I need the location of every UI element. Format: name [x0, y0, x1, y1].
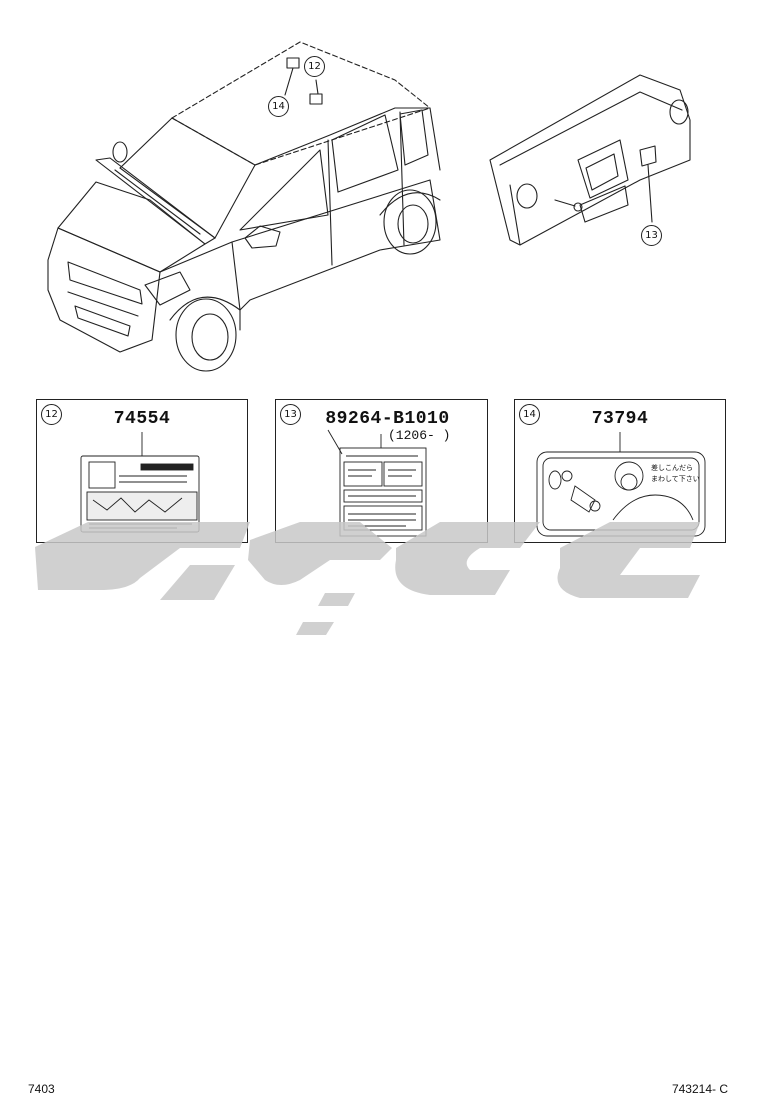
car-drawing — [47, 41, 441, 372]
page-code-left: 7403 — [28, 1082, 55, 1096]
callout-14: 14 — [268, 96, 289, 117]
callout-12: 12 — [304, 56, 325, 77]
page-code-right: 743214- C — [671, 1082, 728, 1096]
panel-index-13: 13 — [280, 404, 301, 425]
panel-index-12: 12 — [41, 404, 62, 425]
label-panel-14: 14 73794 差しこんだら まわして下さい — [514, 399, 726, 543]
label-illustration-13 — [327, 429, 427, 537]
label-panel-13: 13 89264-B1010 (1206- ) — [275, 399, 488, 543]
label-panel-12: 12 74554 — [36, 399, 248, 543]
part-number-74554: 74554 — [113, 409, 171, 429]
label-illustration-12 — [80, 432, 200, 533]
panel-index-14: 14 — [519, 404, 540, 425]
part-date-code: (1206- ) — [388, 428, 451, 443]
part-number-89264-b1010: 89264-B1010 — [325, 409, 450, 429]
part-number-73794: 73794 — [591, 409, 649, 429]
callout-13: 13 — [641, 225, 662, 246]
vehicle-illustration — [47, 41, 691, 372]
watermark-logo — [35, 522, 700, 635]
label-text-line1: 差しこんだら — [651, 464, 693, 472]
label-text-line2: まわして下さい — [651, 475, 700, 483]
dashboard-drawing — [489, 74, 691, 246]
